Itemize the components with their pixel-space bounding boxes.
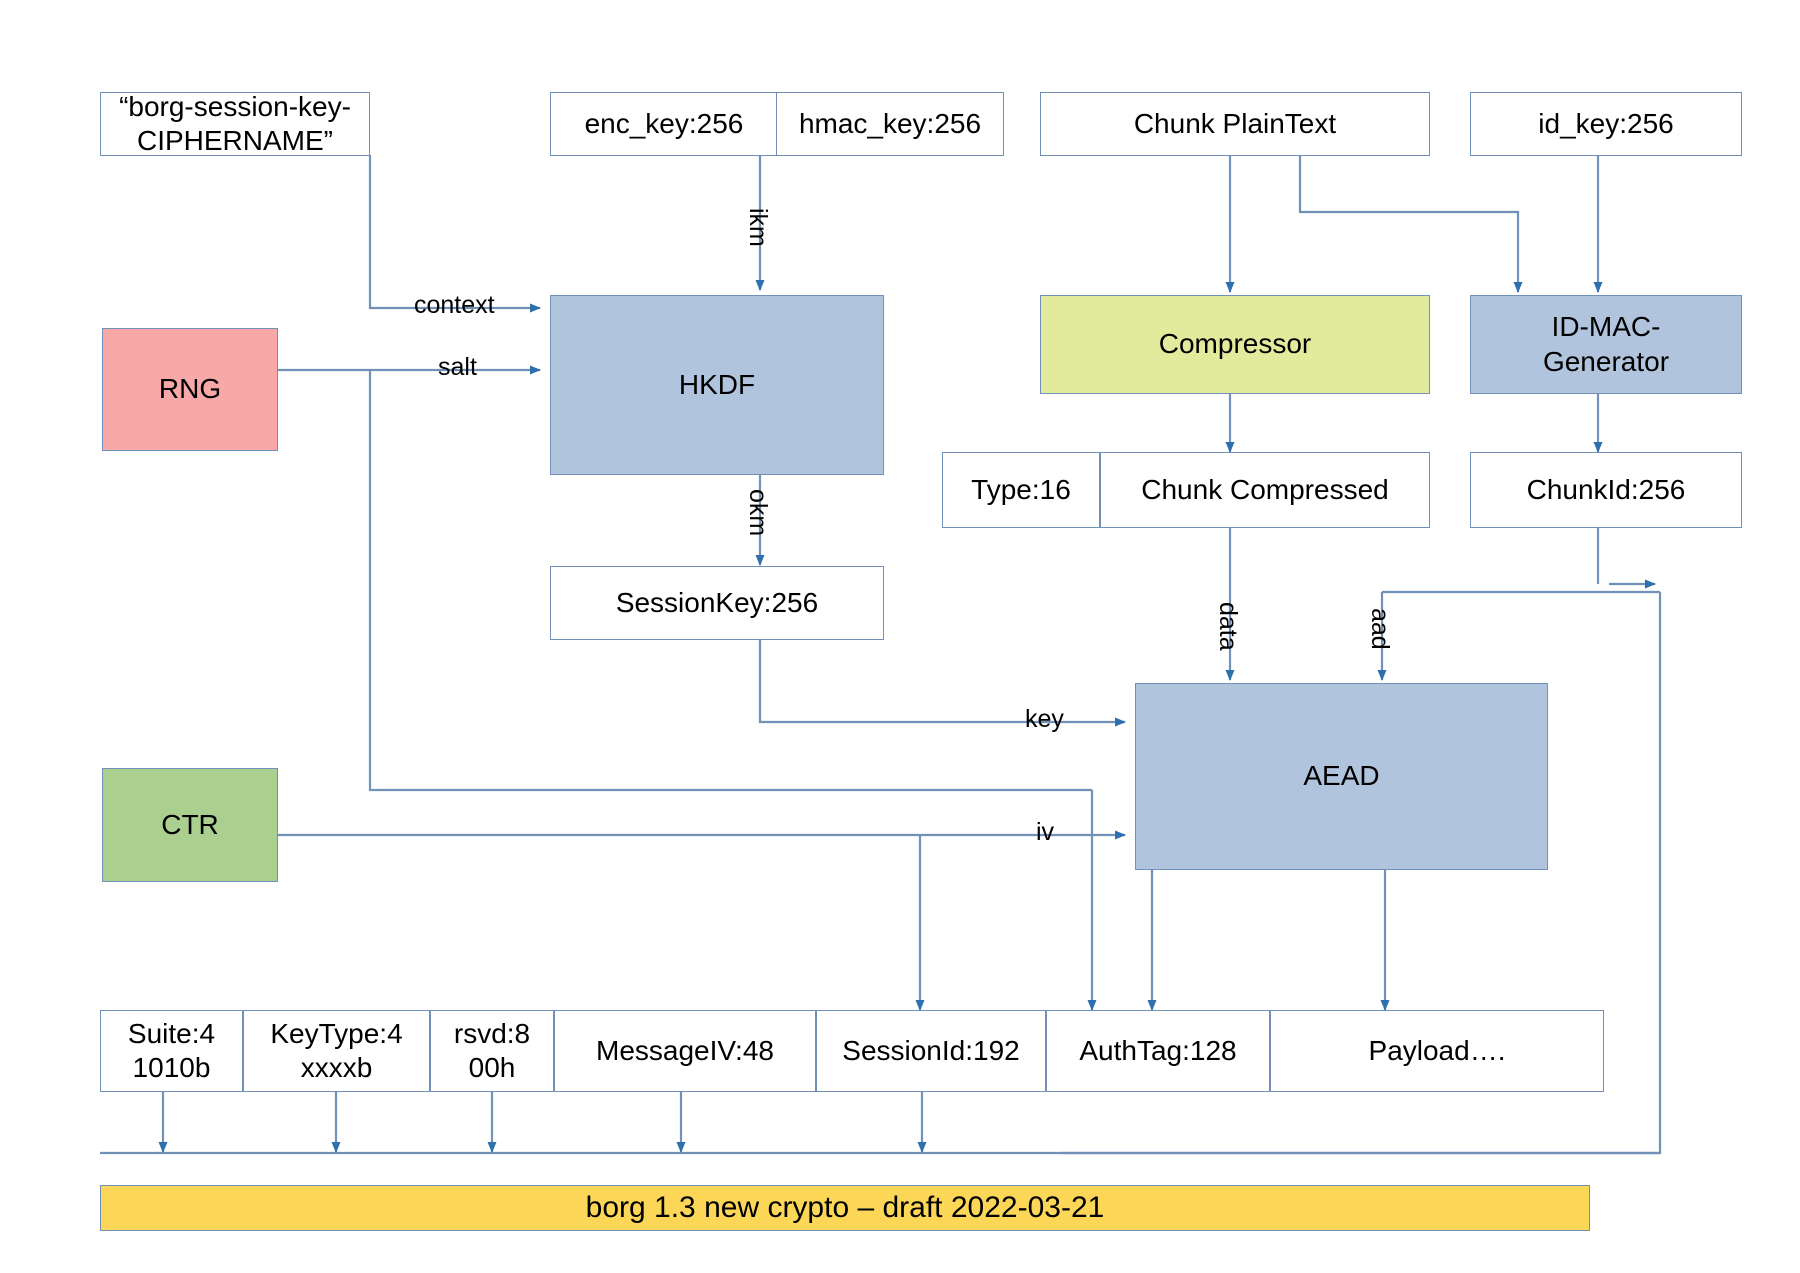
node-chunk-plaintext: Chunk PlainText (1040, 92, 1430, 156)
node-context-string: “borg-session-key- CIPHERNAME” (100, 91, 370, 156)
node-session-key: SessionKey:256 (550, 566, 884, 640)
footer-title-bar: borg 1.3 new crypto – draft 2022-03-21 (100, 1185, 1590, 1231)
node-enc-key: enc_key:256 (550, 92, 778, 156)
message-field-messageiv: MessageIV:48 (554, 1010, 816, 1092)
edge-label-data: data (1214, 602, 1242, 651)
message-field-authtag: AuthTag:128 (1046, 1010, 1270, 1092)
message-field-keytype: KeyType:4 xxxxb (243, 1010, 430, 1092)
node-rng: RNG (102, 328, 278, 451)
message-field-sessionid: SessionId:192 (816, 1010, 1046, 1092)
node-id-mac-generator: ID-MAC- Generator (1470, 295, 1742, 394)
node-compressor: Compressor (1040, 295, 1430, 394)
message-field-suite: Suite:4 1010b (100, 1010, 243, 1092)
edge-label-aad: aad (1366, 608, 1394, 650)
node-hkdf: HKDF (550, 295, 884, 475)
edge-label-okm: okm (744, 489, 772, 537)
message-field-rsvd: rsvd:8 00h (430, 1010, 554, 1092)
edge-label-iv: iv (1036, 818, 1055, 846)
node-hmac-key: hmac_key:256 (776, 92, 1004, 156)
node-aead: AEAD (1135, 683, 1548, 870)
edge-label-salt: salt (438, 353, 477, 381)
node-type16: Type:16 (942, 452, 1100, 528)
node-chunk-id: ChunkId:256 (1470, 452, 1742, 528)
node-chunk-compressed: Chunk Compressed (1100, 452, 1430, 528)
edge-label-key: key (1025, 705, 1064, 733)
edge-label-ikm: ikm (744, 208, 772, 247)
node-ctr: CTR (102, 768, 278, 882)
edge-label-context: context (414, 291, 495, 319)
node-id-key: id_key:256 (1470, 92, 1742, 156)
message-field-payload: Payload…. (1270, 1010, 1604, 1092)
